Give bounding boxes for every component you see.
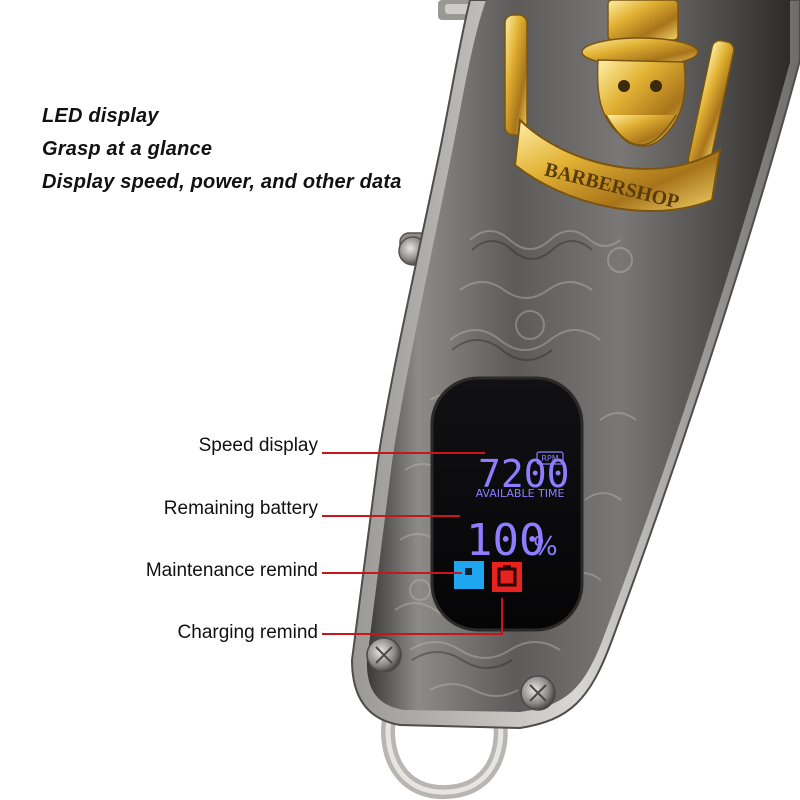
lcd-caption: AVAILABLE TIME: [476, 487, 565, 500]
gold-barber-emblem: BARBERSHOP: [504, 0, 735, 213]
callout-maintenance-remind: Maintenance remind: [145, 560, 318, 581]
maintenance-icon: [454, 561, 484, 589]
screw-right: [520, 675, 556, 711]
callout-charging-remind: Charging remind: [177, 622, 318, 643]
charging-icon: [492, 562, 522, 592]
callout-speed-display: Speed display: [198, 435, 318, 456]
leader-charging: [322, 598, 503, 635]
headline-led-display: LED display: [42, 105, 159, 127]
callout-leaders: [322, 452, 503, 635]
lcd-battery-value: 100: [466, 515, 545, 566]
clipper-body: [350, 0, 800, 730]
headline-grasp: Grasp at a glance: [42, 138, 213, 160]
screw-left: [366, 637, 402, 673]
lcd-battery-unit: %: [533, 532, 558, 562]
lcd-speed-value: 7200: [478, 452, 570, 496]
callout-remaining-battery: Remaining battery: [163, 498, 318, 519]
lcd-screen: 7200 RPM AVAILABLE TIME 100 %: [430, 376, 584, 632]
headline-display-data: Display speed, power, and other data: [42, 171, 402, 193]
lcd-speed-unit: RPM: [541, 454, 558, 463]
hanging-ring: [381, 702, 508, 800]
